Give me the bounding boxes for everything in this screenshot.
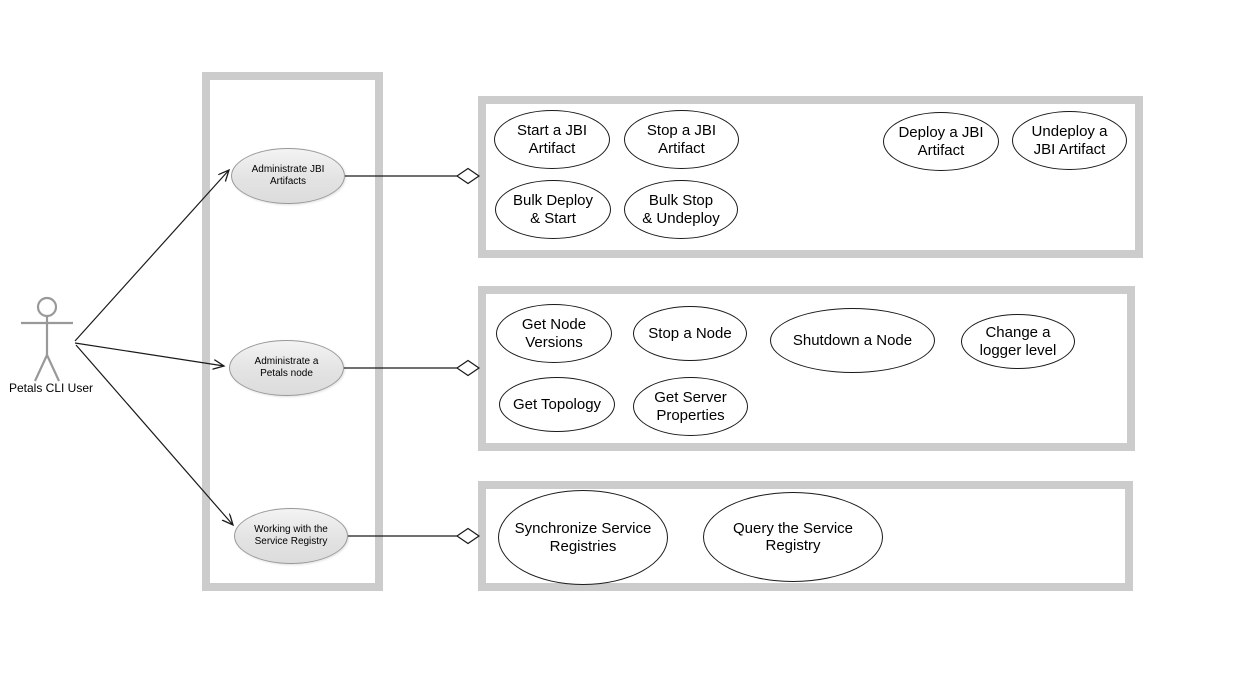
use-case-ellipse-stop-a-jbi-artifact: Stop a JBI Artifact <box>624 110 739 169</box>
use-case-label: Stop a JBI Artifact <box>646 122 717 157</box>
use-case-ellipse-get-node-versions: Get Node Versions <box>496 304 612 363</box>
use-case-ellipse-deploy-a-jbi-artifact: Deploy a JBI Artifact <box>883 112 999 171</box>
use-case-label: Synchronize Service Registries <box>514 520 652 555</box>
category-ellipse-working-with-the-service-registry: Working with the Service Registry <box>234 508 348 564</box>
use-case-label: Stop a Node <box>648 324 732 342</box>
use-case-ellipse-undeploy-a-jbi-artifact: Undeploy a JBI Artifact <box>1012 111 1127 170</box>
use-case-label: Shutdown a Node <box>792 331 913 349</box>
use-case-label: Get Server Properties <box>654 389 727 424</box>
use-case-label: Deploy a JBI Artifact <box>898 124 984 159</box>
use-case-label: Query the Service Registry <box>732 519 854 554</box>
use-case-label: Undeploy a JBI Artifact <box>1031 123 1108 158</box>
actor-label: Petals CLI User <box>8 381 94 395</box>
use-case-label: Bulk Stop & Undeploy <box>642 192 720 227</box>
category-ellipse-administrate-a-petals-node: Administrate a Petals node <box>229 340 344 396</box>
use-case-ellipse-query-the-service-registry: Query the Service Registry <box>703 492 883 582</box>
category-label: Working with the Service Registry <box>254 524 328 547</box>
use-case-ellipse-get-server-properties: Get Server Properties <box>633 377 748 436</box>
use-case-ellipse-bulk-stop-and-undeploy: Bulk Stop & Undeploy <box>624 180 738 239</box>
use-case-ellipse-change-a-logger-level: Change a logger level <box>961 314 1075 369</box>
use-case-label: Start a JBI Artifact <box>516 122 588 157</box>
use-case-label: Get Node Versions <box>521 316 587 351</box>
use-case-ellipse-synchronize-service-registries: Synchronize Service Registries <box>498 490 668 585</box>
category-ellipse-administrate-jbi-artifacts: Administrate JBI Artifacts <box>231 148 345 204</box>
use-case-ellipse-shutdown-a-node: Shutdown a Node <box>770 308 935 373</box>
actor-figure-icon <box>21 296 73 382</box>
use-case-ellipse-start-a-jbi-artifact: Start a JBI Artifact <box>494 110 610 169</box>
use-case-label: Change a logger level <box>979 324 1057 359</box>
use-case-ellipse-bulk-deploy-and-start: Bulk Deploy & Start <box>495 180 611 239</box>
use-case-ellipse-get-topology: Get Topology <box>499 377 615 432</box>
category-label: Administrate a Petals node <box>254 356 319 379</box>
use-case-label: Bulk Deploy & Start <box>512 192 594 227</box>
use-case-ellipse-stop-a-node: Stop a Node <box>633 306 747 361</box>
use-case-label: Get Topology <box>512 395 602 413</box>
category-label: Administrate JBI Artifacts <box>251 164 325 187</box>
